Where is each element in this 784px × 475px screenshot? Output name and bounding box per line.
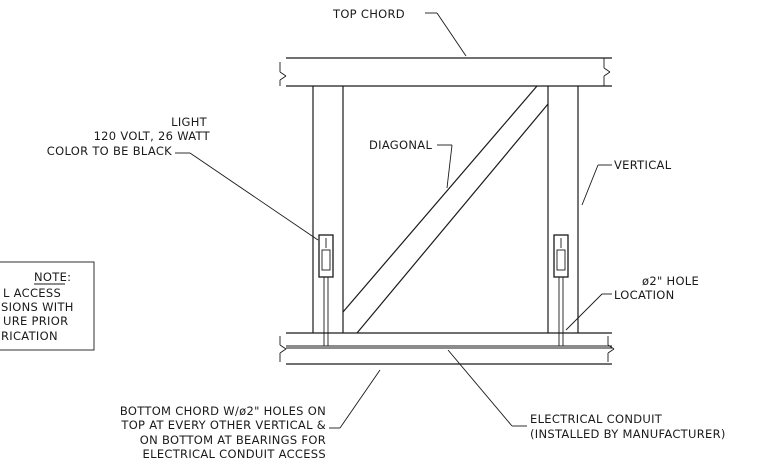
hole-label-line1: ø2" HOLE — [642, 274, 699, 288]
note-title: NOTE: — [34, 270, 71, 284]
top-chord-label: TOP CHORD — [332, 7, 405, 21]
hole-label-line2: LOCATION — [614, 288, 675, 302]
right-vertical — [547, 86, 579, 333]
diagonal-label: DIAGONAL — [369, 138, 432, 152]
conduit-label-line2: (INSTALLED BY MANUFACTURER) — [530, 427, 726, 441]
conduit-label-line1: ELECTRICAL CONDUIT — [530, 412, 663, 426]
bottom-chord-label-line4: ELECTRICAL CONDUIT ACCESS — [143, 447, 326, 461]
note-line-4: RICATION — [1, 329, 58, 343]
bottom-chord-label-line1: BOTTOM CHORD W/ø2" HOLES ON — [120, 404, 326, 418]
left-vertical — [312, 86, 344, 333]
light-label-line1: LIGHT — [171, 115, 208, 129]
note-line-3: URE PRIOR — [3, 314, 68, 328]
note-box: NOTE: L ACCESS SIONS WITH URE PRIOR RICA… — [0, 261, 95, 351]
light-label-line2: 120 VOLT, 26 WATT — [94, 129, 211, 143]
light-fixture-right — [553, 234, 569, 346]
note-line-2: SIONS WITH — [1, 300, 74, 314]
light-fixture-left — [318, 234, 334, 346]
note-line-1: L ACCESS — [3, 286, 61, 300]
top-chord — [279, 57, 612, 87]
bottom-chord-label-line2: TOP AT EVERY OTHER VERTICAL & — [120, 418, 326, 432]
light-label-line3: COLOR TO BE BLACK — [47, 144, 172, 158]
diagonal-member — [342, 85, 549, 334]
bottom-chord — [279, 332, 615, 365]
bottom-chord-label-line3: ON BOTTOM AT BEARINGS FOR — [140, 433, 326, 447]
vertical-label: VERTICAL — [614, 158, 672, 172]
leader-lines — [175, 12, 612, 429]
